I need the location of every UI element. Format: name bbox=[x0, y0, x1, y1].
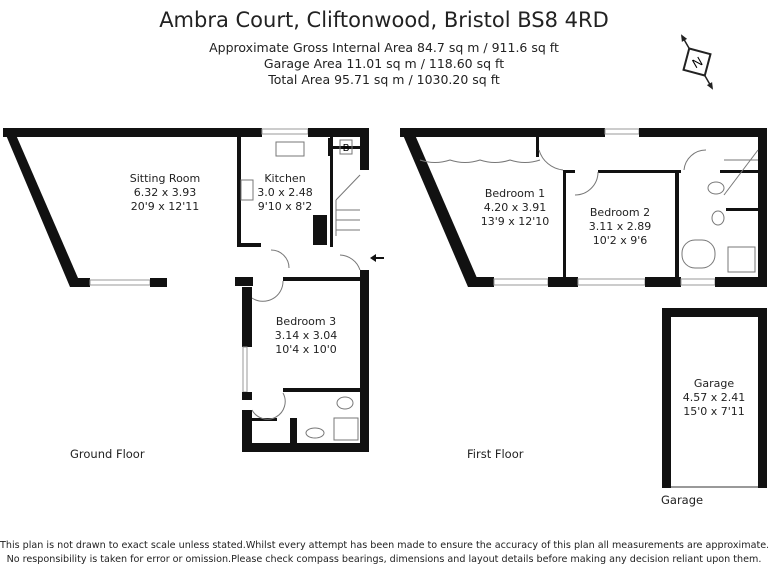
total-area: Total Area 95.71 sq m / 1030.20 sq ft bbox=[268, 72, 500, 87]
room-metric: 6.32 x 3.93 bbox=[133, 186, 197, 199]
compass-icon: N bbox=[681, 34, 713, 90]
entrance-arrow-icon bbox=[370, 254, 384, 262]
room-name: Bedroom 3 bbox=[275, 315, 337, 328]
room-imperial: 20'9 x 12'11 bbox=[130, 200, 200, 213]
gross-internal-area: Approximate Gross Internal Area 84.7 sq … bbox=[209, 40, 559, 55]
disclaimer-line-1: This plan is not drawn to exact scale un… bbox=[0, 540, 768, 551]
property-title: Ambra Court, Cliftonwood, Bristol BS8 4R… bbox=[159, 8, 609, 32]
room-imperial: 10'4 x 10'0 bbox=[275, 343, 337, 356]
room-name: Sitting Room bbox=[129, 172, 201, 185]
room-metric: 3.0 x 2.48 bbox=[257, 186, 313, 199]
room-imperial: 13'9 x 12'10 bbox=[480, 215, 550, 228]
boiler-label: B bbox=[343, 143, 350, 154]
garage-floor-label: Garage bbox=[661, 493, 704, 507]
ground-floor-label: Ground Floor bbox=[70, 447, 145, 461]
room-metric: 4.57 x 2.41 bbox=[682, 391, 746, 404]
disclaimer-line-2: No responsibility is taken for error or … bbox=[6, 554, 762, 565]
first-floor-walls bbox=[400, 128, 767, 287]
first-floor-label: First Floor bbox=[467, 447, 524, 461]
room-name: Bedroom 2 bbox=[589, 206, 651, 219]
room-metric: 3.14 x 3.04 bbox=[274, 329, 338, 342]
garage-walls bbox=[662, 308, 767, 488]
room-name: Garage bbox=[693, 377, 735, 390]
room-name: Kitchen bbox=[264, 172, 306, 185]
room-metric: 3.11 x 2.89 bbox=[588, 220, 652, 233]
ground-floor-walls bbox=[3, 128, 369, 452]
room-imperial: 9'10 x 8'2 bbox=[257, 200, 313, 213]
room-imperial: 10'2 x 9'6 bbox=[592, 234, 648, 247]
room-metric: 4.20 x 3.91 bbox=[483, 201, 547, 214]
room-imperial: 15'0 x 7'11 bbox=[683, 405, 745, 418]
garage-area: Garage Area 11.01 sq m / 118.60 sq ft bbox=[263, 56, 505, 71]
room-name: Bedroom 1 bbox=[484, 187, 546, 200]
